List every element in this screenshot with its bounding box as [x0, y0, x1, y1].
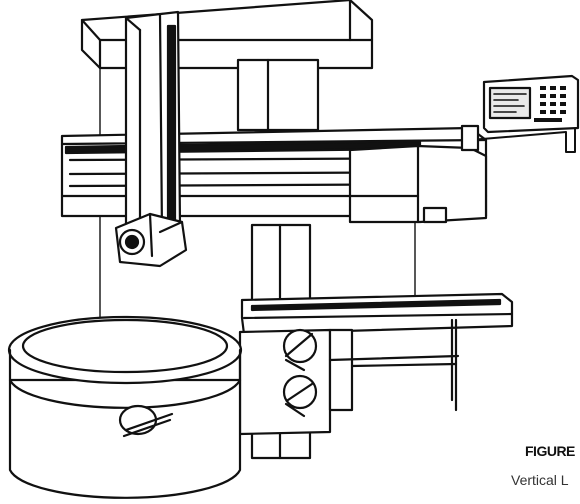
tool-ram [124, 10, 182, 240]
rotary-table [7, 315, 243, 499]
hex-tool-head [114, 212, 188, 268]
side-head-saddle [238, 318, 460, 436]
dro-keypad [534, 86, 566, 122]
dro-screen-lines [493, 93, 527, 113]
dro-console-icon [460, 74, 580, 153]
side-head-bar [240, 292, 514, 336]
figure-caption-subtitle: Vertical L [511, 472, 569, 488]
handwheel-icon [282, 328, 318, 418]
figure-caption-title: FIGURE [525, 443, 575, 459]
crank-handle-icon [118, 404, 174, 438]
crossrail-carriage [348, 144, 488, 224]
